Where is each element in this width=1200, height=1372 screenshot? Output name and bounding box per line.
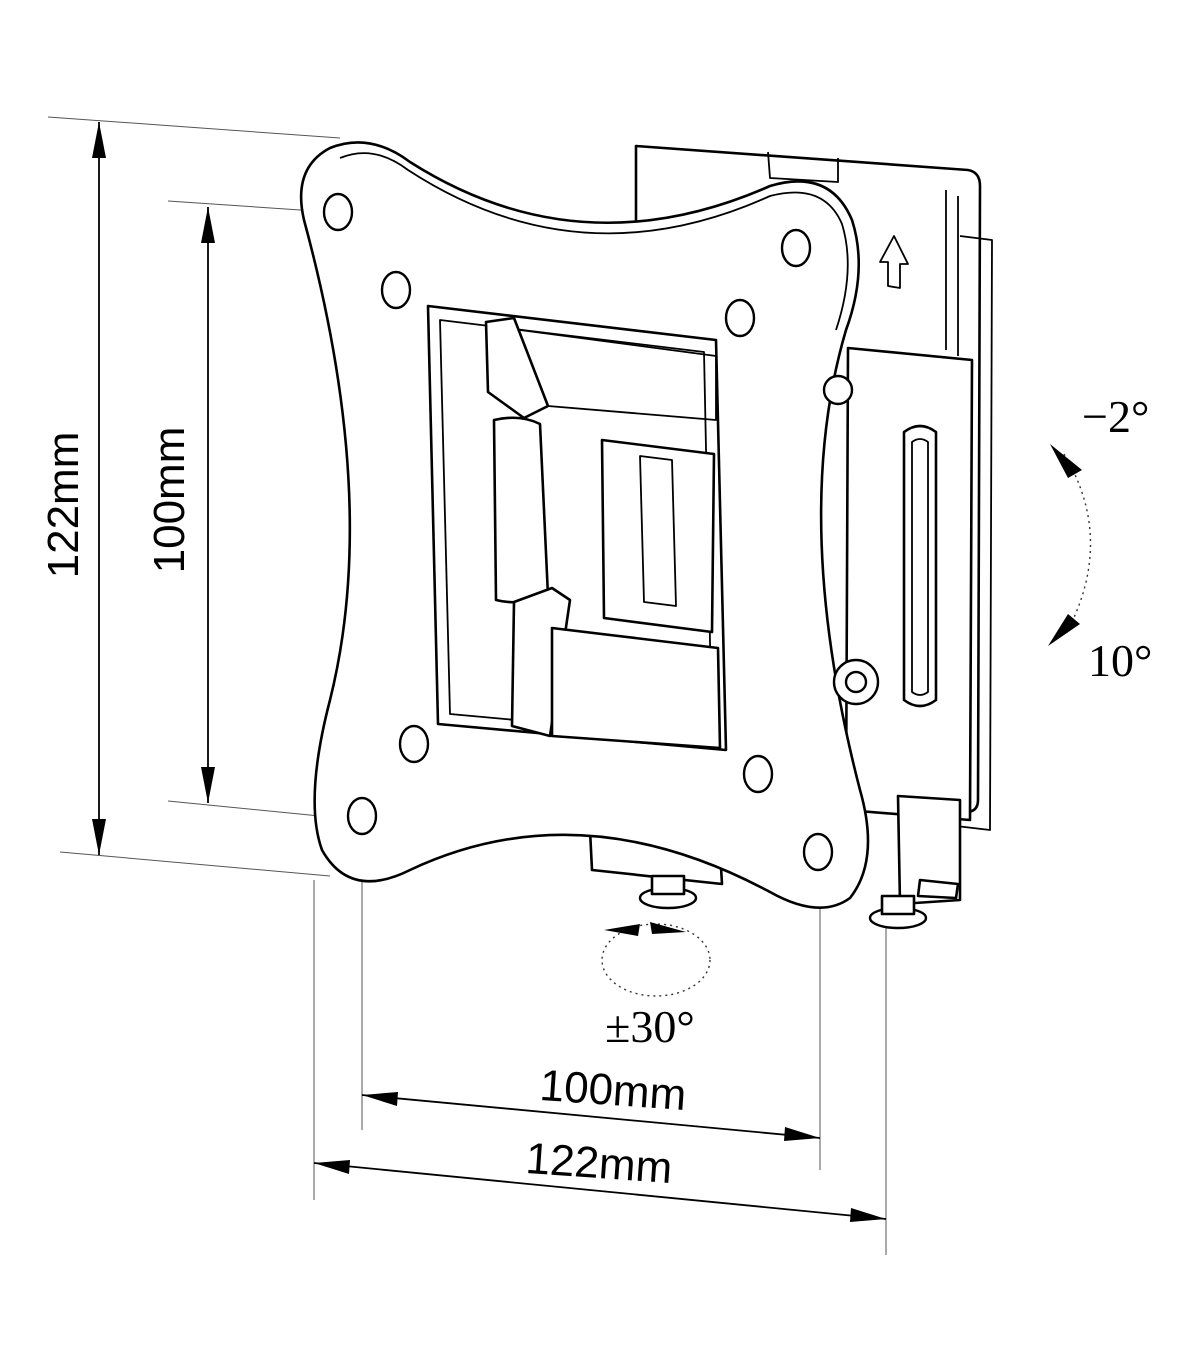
swivel-left-arrow-icon [604,924,640,936]
inner-height-dimension [201,207,215,803]
tilt-arc-indicator [1048,444,1092,646]
tilt-down-label: 10° [1088,635,1152,686]
hole-bottom-right-outer [802,832,834,872]
inner-height-label: 100mm [145,427,194,574]
adjustment-screw-left [638,874,698,910]
swivel-label: ±30° [605,1001,695,1052]
outer-height-dimension [92,122,106,855]
hole-bottom-left-outer [346,796,378,836]
inner-width-label: 100mm [538,1061,688,1120]
hole-top-left-outer [322,192,354,232]
mounting-holes [322,192,834,872]
hole-top-right-outer [780,228,812,268]
adjustment-screw-right [868,894,928,930]
swivel-base [588,794,962,906]
swivel-arc-indicator [601,922,711,997]
tilt-mechanism [484,316,880,750]
outer-height-label: 122mm [39,432,88,579]
swivel-right-arrow-icon [650,922,686,934]
hole-bottom-right-inner [742,754,774,794]
outer-width-label: 122mm [524,1134,674,1193]
up-arrow-icon [879,235,909,289]
inner-width-dimension [361,1092,821,1141]
tilt-up-label: −2° [1082,391,1149,442]
hole-bottom-left-inner [398,724,430,764]
hole-top-right-inner [724,298,756,338]
hole-top-left-inner [380,270,412,310]
tilt-up-arrow-icon [1050,444,1082,478]
tilt-down-arrow-icon [1048,614,1080,646]
outer-width-dimension [313,1160,887,1222]
